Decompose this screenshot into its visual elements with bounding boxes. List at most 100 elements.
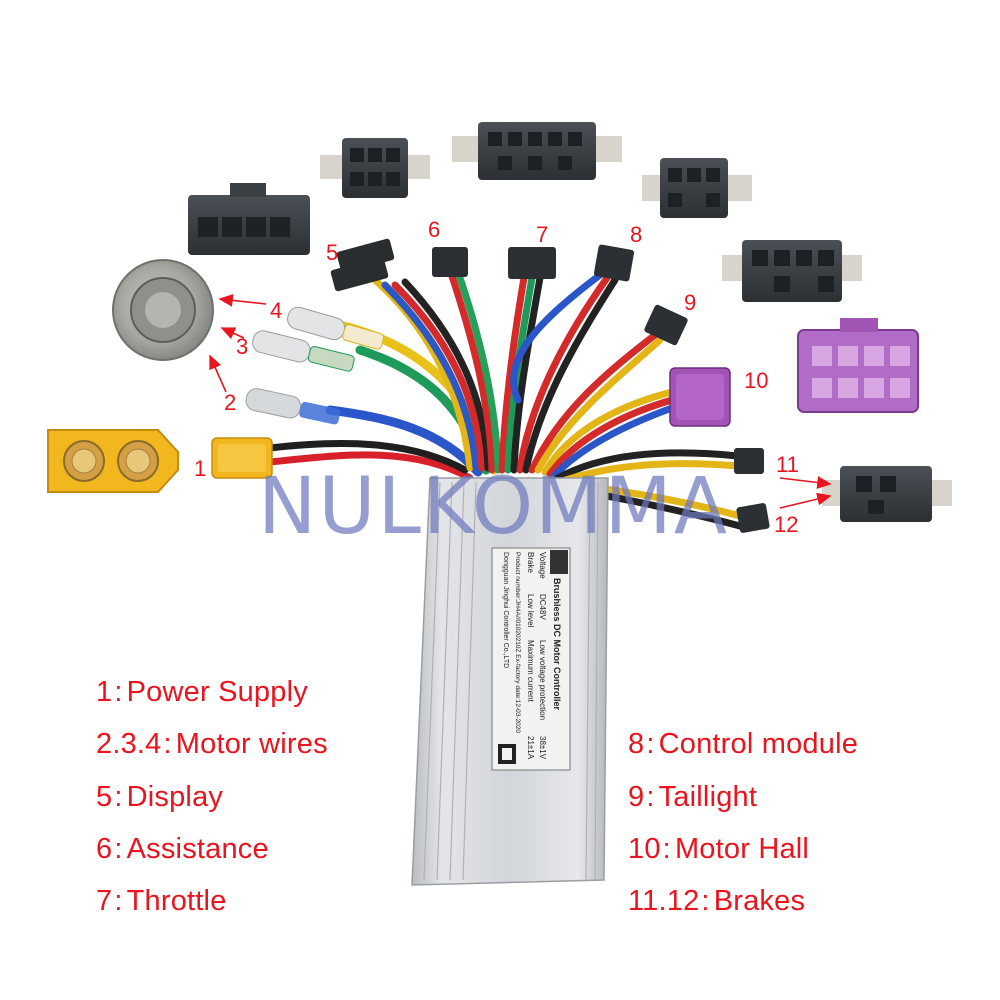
label-plate-brake-key: Brake xyxy=(526,552,535,573)
wire-power-black xyxy=(266,439,469,474)
arrow-11 xyxy=(779,476,832,489)
connector-throttle-socket xyxy=(452,122,622,180)
wire-power-red xyxy=(266,451,474,482)
legend-num: 5 xyxy=(96,781,113,813)
wire-display-blue xyxy=(381,281,480,472)
callout-12: 12 xyxy=(774,512,798,537)
callout-9: 9 xyxy=(684,290,696,315)
arrow-4 xyxy=(218,294,267,307)
wire-tail-yellow xyxy=(534,336,664,474)
legend-num: 7 xyxy=(96,885,113,917)
legend-label: Motor wires xyxy=(175,728,328,760)
wire-throttle-red xyxy=(498,268,529,474)
wire-display-black xyxy=(401,278,492,472)
label-plate-lvp-val: 38±1V xyxy=(538,736,547,760)
motor-hall-plug xyxy=(669,367,731,427)
legend-sep: : xyxy=(163,728,172,760)
legend-num: 8 xyxy=(628,728,645,760)
callout-7: 7 xyxy=(536,222,548,247)
taillight-plug xyxy=(644,304,688,346)
watermark-text: NULKOMMA xyxy=(258,462,730,552)
arrow-2 xyxy=(209,354,227,393)
label-plate-lvp-key: Low voltage protection xyxy=(538,640,547,720)
connector-5pin-left xyxy=(188,183,310,255)
brake-plug-11 xyxy=(734,448,764,474)
motor-bullet-terminals xyxy=(245,306,385,425)
legend-item-control-module: 8:Control module xyxy=(628,728,858,761)
legend-label: Taillight xyxy=(658,781,758,813)
wire-brake11-black xyxy=(554,449,742,482)
callout-1: 1 xyxy=(194,456,206,481)
wire-tail-red xyxy=(528,331,659,474)
label-plate-voltage-key: Voltage xyxy=(538,552,547,579)
display-plug xyxy=(330,238,395,292)
legend-label: Power Supply xyxy=(126,676,308,708)
callout-4: 4 xyxy=(270,298,282,323)
callout-10: 10 xyxy=(744,368,768,393)
wire-assist-red xyxy=(446,266,496,474)
legend-item-assistance: 6:Assistance xyxy=(96,833,269,866)
legend-item-brakes: 11.12:Brakes xyxy=(628,885,805,918)
wire-bundle xyxy=(266,266,744,530)
legend-item-motor-wires: 2.3.4:Motor wires xyxy=(96,728,328,761)
legend-label: Assistance xyxy=(126,833,269,865)
legend-num: 6 xyxy=(96,833,113,865)
arrow-3 xyxy=(220,327,245,340)
wire-hall-yellow xyxy=(541,388,676,476)
label-plate-current-key: Maximum current xyxy=(526,640,535,703)
legend-label: Control module xyxy=(658,728,859,760)
legend-sep: : xyxy=(646,728,655,760)
control-module-plug xyxy=(593,244,635,282)
wire-display-red xyxy=(391,281,486,472)
wire-control-blue xyxy=(510,271,604,404)
legend-sep: : xyxy=(114,833,123,865)
controller-case: Brushless DC Motor Controller Voltage DC… xyxy=(411,477,609,886)
wire-motor-blue xyxy=(325,405,483,477)
callout-arrows xyxy=(209,294,832,509)
wire-control-red xyxy=(516,274,611,474)
callout-11: 11 xyxy=(776,452,799,477)
connector-taillight-socket xyxy=(722,240,862,302)
callout-6: 6 xyxy=(428,217,440,242)
label-plate-brake-val: Low level xyxy=(526,594,535,628)
legend-sep: : xyxy=(662,833,671,865)
case-fins xyxy=(423,481,599,881)
throttle-plug xyxy=(508,247,556,279)
legend-num: 2.3.4 xyxy=(96,728,162,760)
callout-5: 5 xyxy=(326,240,338,265)
callout-8: 8 xyxy=(630,222,642,247)
xt60-plug-on-wire xyxy=(211,437,273,479)
wire-control-black xyxy=(522,276,619,474)
legend-num: 9 xyxy=(628,781,645,813)
connector-control-socket xyxy=(642,158,752,218)
legend-item-power-supply: 1:Power Supply xyxy=(96,676,308,709)
xt60-male-connector xyxy=(47,429,179,493)
legend-sep: : xyxy=(114,781,123,813)
legend-item-motor-hall: 10:Motor Hall xyxy=(628,833,809,866)
label-plate-product: Product number:JH4A//01020210Z Ex-factor… xyxy=(514,552,521,733)
callout-numbers: 1 2 3 4 5 6 7 8 9 10 11 12 xyxy=(194,217,799,537)
legend-label: Motor Hall xyxy=(674,833,810,865)
connector-display-socket xyxy=(320,138,430,198)
label-plate-voltage-val: DC48V xyxy=(538,594,547,620)
label-plate-maker: Dongguan Jinghui Controller Co.,LTD xyxy=(502,552,509,668)
legend-sep: : xyxy=(114,676,123,708)
wire-hall-blue xyxy=(550,404,676,480)
arrow-12 xyxy=(779,492,832,509)
legend-sep: : xyxy=(114,885,123,917)
legend-label: Brakes xyxy=(713,885,806,917)
label-plate-title: Brushless DC Motor Controller xyxy=(552,578,562,711)
callout-2: 2 xyxy=(224,390,236,415)
callout-3: 3 xyxy=(236,334,248,359)
connector-brake-socket xyxy=(822,466,952,522)
legend-sep: : xyxy=(701,885,710,917)
legend-label: Display xyxy=(126,781,224,813)
brake-plug-12 xyxy=(736,503,770,533)
assistance-plug xyxy=(432,247,468,277)
legend-item-taillight: 9:Taillight xyxy=(628,781,757,814)
connector-hall-socket xyxy=(797,318,919,413)
wire-brake11-yellow xyxy=(556,460,742,486)
label-plate-current-val: 21±1A xyxy=(526,736,535,760)
legend-sep: : xyxy=(646,781,655,813)
legend-label: Throttle xyxy=(126,885,227,917)
